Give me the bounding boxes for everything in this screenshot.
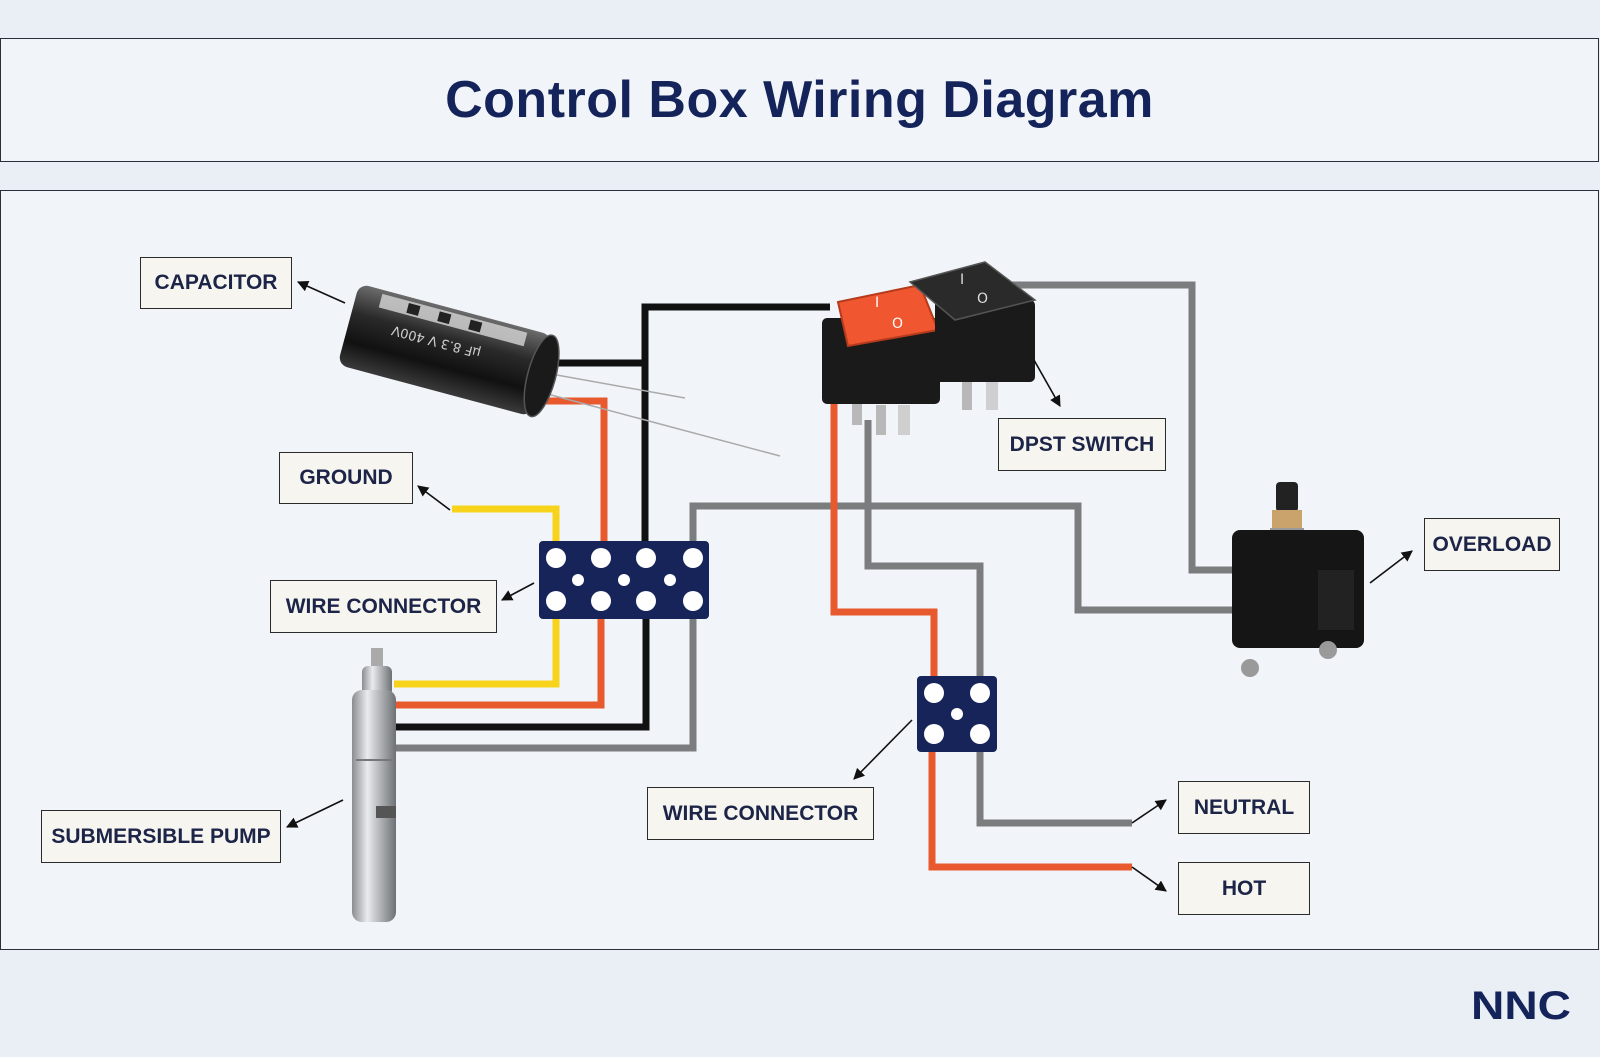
wire-red-hot — [928, 740, 1132, 871]
wire-connector-1-component — [539, 541, 709, 619]
wire-yellow-ground-connector — [452, 505, 560, 548]
label-capacitor: CAPACITOR — [140, 257, 292, 309]
wire-gray-pump — [394, 603, 697, 752]
label-arrows — [285, 280, 1413, 892]
wire-red-cap-connector — [532, 397, 608, 548]
label-dpst-switch: DPST SWITCH — [998, 418, 1166, 471]
page-title: Control Box Wiring Diagram — [445, 71, 1154, 129]
wires — [394, 281, 1240, 871]
dpst-switch-component: I O I O — [822, 261, 1037, 435]
label-wire-connector-2: WIRE CONNECTOR — [647, 787, 874, 840]
label-submersible-pump: SUBMERSIBLE PUMP — [41, 810, 281, 863]
wire-red-pump — [394, 603, 605, 709]
red-switch-off-mark: O — [892, 316, 903, 332]
label-neutral: NEUTRAL — [1178, 781, 1310, 834]
wire-red-switch-connector2 — [830, 378, 938, 686]
label-overload: OVERLOAD — [1424, 518, 1560, 571]
wire-gray-switch-connector2 — [864, 420, 984, 686]
label-hot: HOT — [1178, 862, 1310, 915]
nnc-logo: NNC — [1471, 985, 1571, 1023]
wire-gray-switch-overload — [1000, 281, 1240, 574]
logo-text: NNC — [1471, 985, 1571, 1023]
red-switch-on-mark: I — [875, 295, 879, 311]
submersible-pump-component — [352, 648, 396, 922]
label-wire-connector-1: WIRE CONNECTOR — [270, 580, 497, 633]
wire-yellow-pump — [394, 603, 560, 688]
wire-black-switch-connector — [641, 303, 830, 548]
wire-gray-connector-overload — [689, 502, 1240, 614]
black-switch-off-mark: O — [977, 291, 988, 307]
title-panel: Control Box Wiring Diagram — [0, 38, 1599, 162]
overload-component — [1232, 482, 1364, 677]
wire-gray-neutral — [976, 740, 1132, 827]
black-switch-on-mark: I — [960, 272, 964, 288]
label-ground: GROUND — [279, 452, 413, 504]
capacitor-component: µF 8.3 V 400V — [339, 285, 781, 457]
wire-black-pump — [394, 603, 650, 731]
wire-connector-2-component — [917, 676, 997, 752]
